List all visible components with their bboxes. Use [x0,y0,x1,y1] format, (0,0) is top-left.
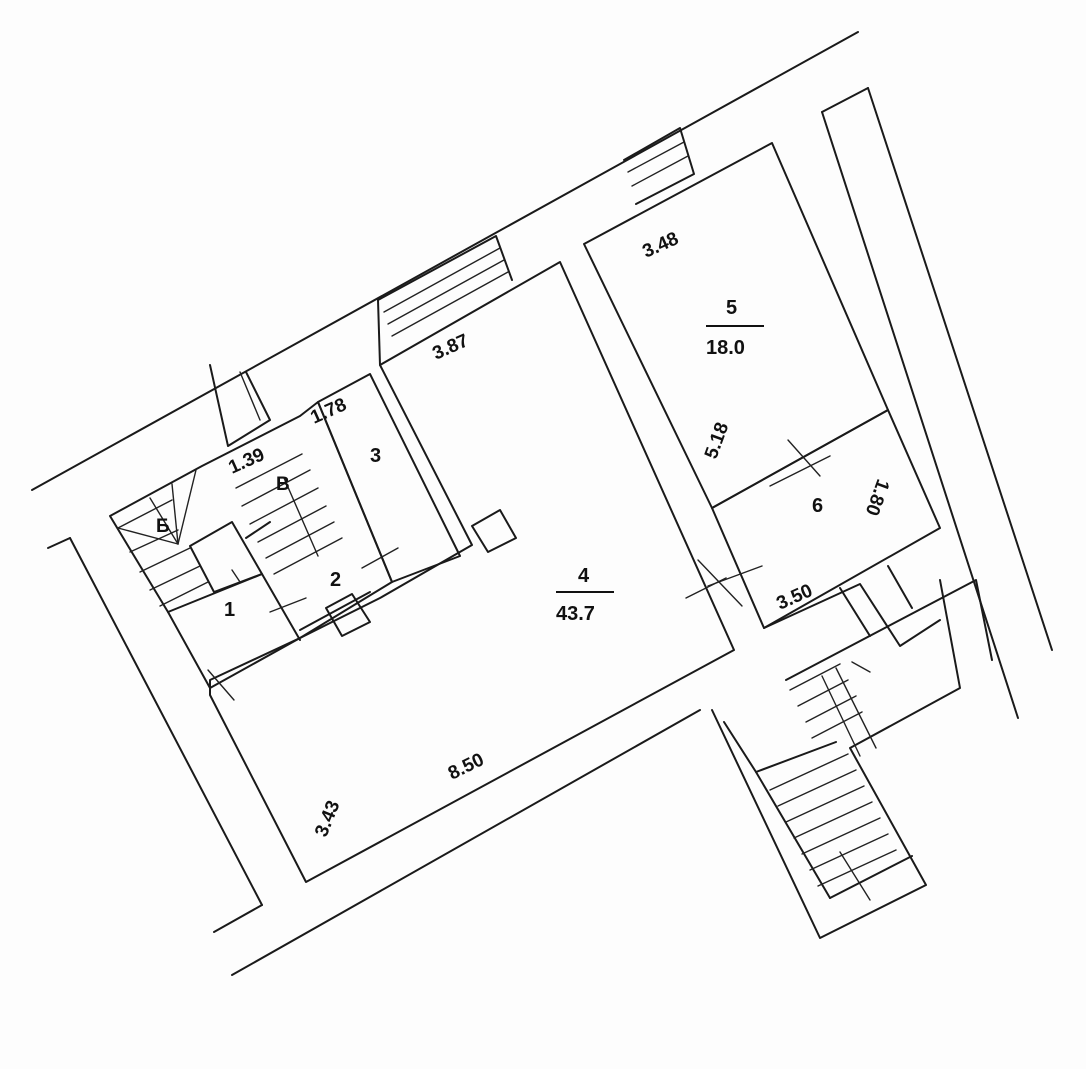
tread [387,259,505,325]
tread [273,537,343,575]
right-outer-wall-1 [821,111,1019,719]
stair-arrow-line [283,477,319,557]
winder [149,497,179,545]
left-wall-stub [47,537,71,549]
room-4-number: 4 [578,565,590,587]
tread [391,271,509,337]
right-entry-sep-2 [887,565,913,609]
tread [809,833,889,871]
winder [177,469,197,545]
frame-hatch [239,371,261,421]
winder [171,483,179,545]
room-3-number: 3 [370,445,381,467]
stair-mark-down: Б [156,516,170,537]
tread [805,695,857,723]
tread [139,547,191,573]
tread [159,581,209,607]
top-right-entry-frame [623,127,695,205]
tread [249,487,319,525]
door-mark [839,851,871,901]
tread [631,155,689,187]
dimension-8-50: 8.50 [445,749,487,784]
stair-outer-frame [711,579,961,939]
stair-treads [117,141,897,901]
top-entry-frame [377,235,513,366]
room-6-number: 6 [812,495,823,517]
column-square-2 [471,509,517,553]
door-frame [697,559,743,607]
stair-rail-left [723,721,831,899]
dimension-3-48: 3.48 [639,228,681,262]
top-outer-wall [31,31,859,491]
interior-walls [109,127,993,939]
tread [785,785,865,823]
room-6-outline [711,409,941,629]
door-mark [769,455,831,487]
outer-walls [31,31,1053,976]
winder [117,527,179,545]
door-mark [787,439,821,477]
right-entry-sep [839,587,871,637]
left-block-outline [109,401,393,689]
stair-sep [245,521,271,539]
room-4-outline [209,261,735,883]
tread [793,801,873,839]
stair-mark-up: В [276,474,290,495]
stair-well-box [189,521,263,593]
tread [241,469,311,507]
stair-rail-bottom [829,855,913,899]
door-mark [207,669,235,701]
dimension-3-43: 3.43 [311,798,344,840]
right-wall-stub [821,87,869,113]
top-left-entry-frame [209,364,271,447]
stair-rail-top [785,579,993,681]
tread [257,505,327,543]
tread [117,499,173,529]
room-2-bottom [299,591,371,631]
left-outer-wall [69,537,263,906]
room-4-area: 43.7 [556,603,595,625]
tread [265,521,335,559]
dimension-3-87: 3.87 [429,330,471,364]
tread [777,769,857,807]
tread [817,849,897,887]
stair-rail [835,667,877,749]
stair-rail-mid [755,741,837,773]
tread [129,529,179,553]
door-mark [269,597,307,613]
dimension-1-80: 1.80 [861,476,893,518]
room-1-number: 1 [224,599,235,621]
tread [383,247,501,313]
door-mark [231,569,241,583]
tread [627,141,685,173]
right-outer-wall-2 [867,87,1053,651]
dimension-1-39: 1.39 [225,444,267,478]
room-5-number: 5 [726,297,737,319]
dimension-5-18: 5.18 [701,420,733,462]
room-2-number: 2 [330,569,341,591]
dimension-1-78: 1.78 [307,394,349,428]
tread [235,453,303,489]
labels: 1 2 3 4 43.7 5 18.0 6 1.39 1.78 3.87 3.4… [156,228,893,840]
room-5-area: 18.0 [706,337,745,359]
tread [801,817,881,855]
tread [149,565,201,591]
left-bottom-stub [213,904,263,933]
tread [797,679,849,707]
door-mark [361,547,399,569]
right-entry-frame [763,583,941,647]
stair-rail [821,675,861,757]
bottom-outer-wall [231,709,701,976]
tread [811,711,863,739]
tread [789,663,841,691]
column-square-1 [325,593,371,637]
door-frame [707,565,763,587]
stair-arrow [851,661,871,673]
tread [769,753,849,791]
